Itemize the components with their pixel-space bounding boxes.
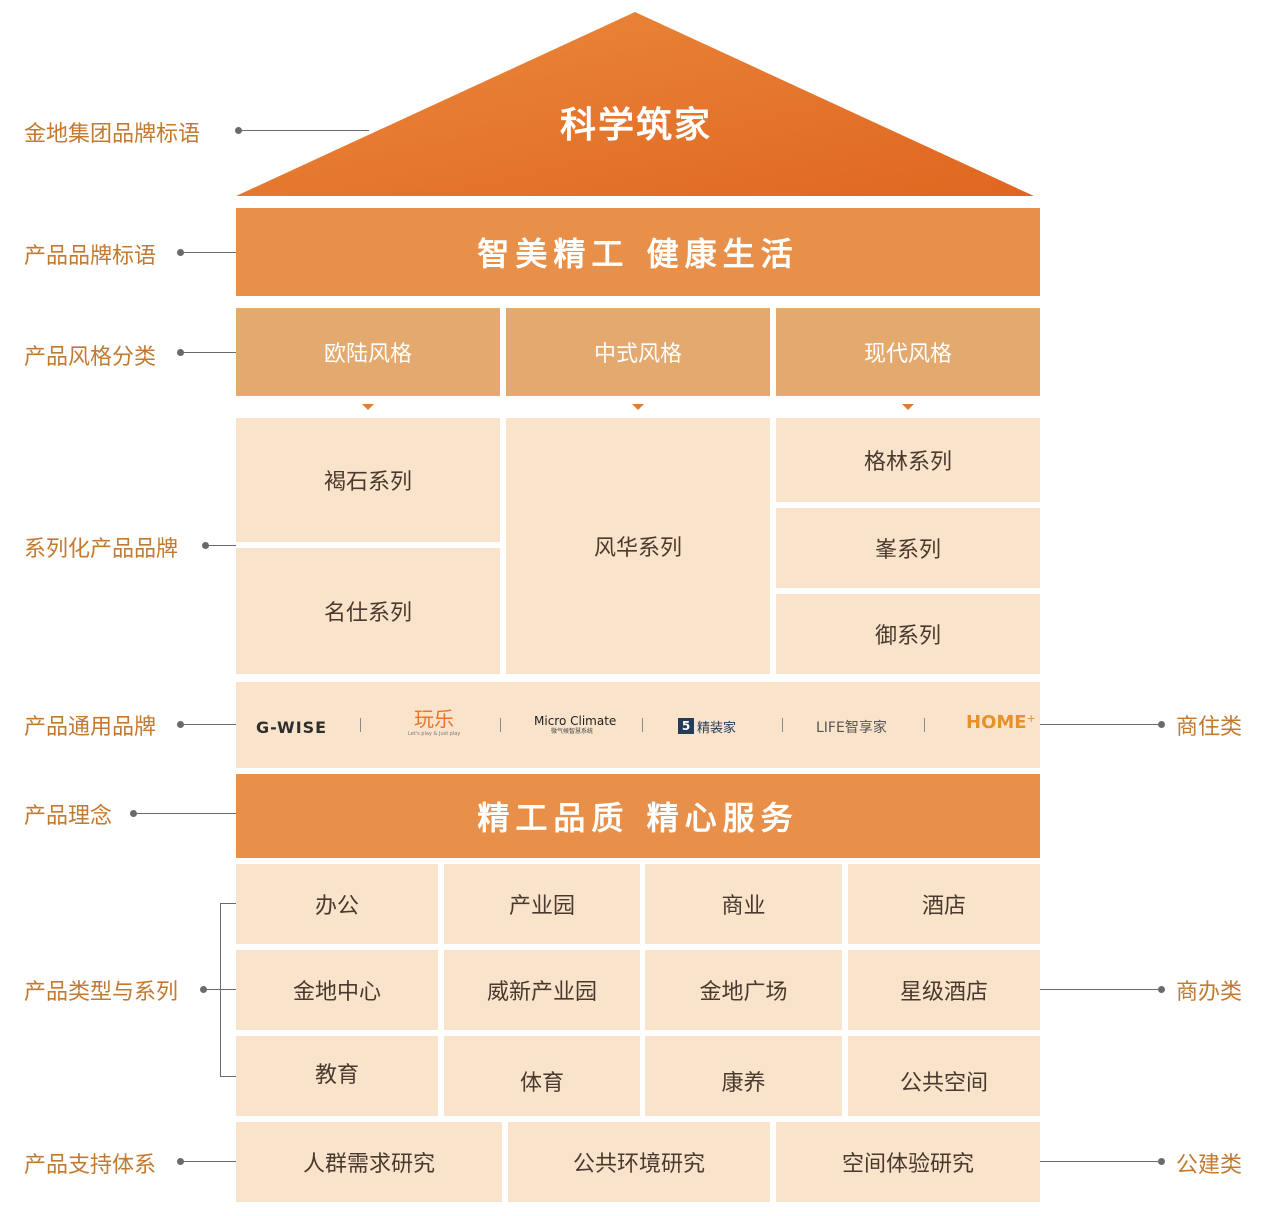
jingzhuangjia-logo-text: 精装家 <box>697 720 737 736</box>
type-sports: 体育 <box>444 1036 640 1116</box>
logo-divider <box>500 718 501 732</box>
type-industrial-park: 产业园 <box>444 864 640 944</box>
label-style-class: 产品风格分类 <box>24 345 157 370</box>
type-office: 办公 <box>236 864 438 944</box>
type-weixin-park: 威新产业园 <box>444 950 640 1030</box>
connector-line <box>239 130 369 131</box>
logo-divider <box>924 718 925 732</box>
general-brand-logo-band: G-WISE 玩乐 Let's play & Just play Micro C… <box>236 682 1040 768</box>
label-general-brand: 产品通用品牌 <box>24 715 157 740</box>
type-hotel: 酒店 <box>848 864 1040 944</box>
connector-line <box>181 252 236 253</box>
label-group-slogan: 金地集团品牌标语 <box>24 122 201 147</box>
support-environment-research: 公共环境研究 <box>508 1122 770 1202</box>
connector-line <box>134 813 236 814</box>
connector-dot <box>177 1158 184 1165</box>
logo-divider <box>360 718 361 732</box>
gwise-logo: G-WISE <box>256 718 328 737</box>
life-logo: LIFE智享家 <box>816 720 887 736</box>
connector-dot <box>202 542 209 549</box>
type-gemdale-center: 金地中心 <box>236 950 438 1030</box>
series-feng: 峯系列 <box>776 508 1040 588</box>
label-support: 产品支持体系 <box>24 1153 157 1178</box>
type-gemdale-plaza: 金地广场 <box>645 950 842 1030</box>
style-modern: 现代风格 <box>776 308 1040 396</box>
connector-line <box>181 724 236 725</box>
connector-dot <box>1158 1158 1165 1165</box>
connector-dot <box>235 127 242 134</box>
jingzhuangjia-logo: 5 精装家 <box>678 717 737 736</box>
label-office: 商办类 <box>1176 980 1243 1005</box>
connector-line <box>1040 989 1158 990</box>
connector-dot <box>130 810 137 817</box>
group-slogan-title: 科学筑家 <box>559 105 712 146</box>
label-philosophy: 产品理念 <box>24 804 113 829</box>
wanle-logo-text: 玩乐 <box>414 707 454 731</box>
connector-dot <box>1158 986 1165 993</box>
product-philosophy-band: 精工品质 精心服务 <box>236 774 1040 858</box>
label-type-series: 产品类型与系列 <box>24 980 179 1005</box>
wanle-logo: 玩乐 Let's play & Just play <box>408 708 460 738</box>
wanle-logo-sub: Let's play & Just play <box>408 731 461 737</box>
series-yu: 御系列 <box>776 594 1040 674</box>
product-slogan-band: 智美精工 健康生活 <box>236 208 1040 296</box>
bracket-line <box>220 903 236 904</box>
series-gelin: 格林系列 <box>776 418 1040 502</box>
jingzhuangjia-badge-icon: 5 <box>678 718 694 734</box>
connector-line <box>206 545 236 546</box>
arrow-down-icon <box>632 404 644 410</box>
arrow-down-icon <box>362 404 374 410</box>
type-education: 教育 <box>236 1036 438 1116</box>
arrow-down-icon <box>902 404 914 410</box>
connector-dot <box>177 721 184 728</box>
connector-line <box>181 352 236 353</box>
connector-dot <box>200 986 207 993</box>
bracket-line <box>220 903 221 1076</box>
micro-climate-logo-text: Micro Climate <box>534 714 617 728</box>
connector-dot <box>1158 721 1165 728</box>
support-space-research: 空间体验研究 <box>776 1122 1040 1202</box>
series-fenghua: 风华系列 <box>506 418 770 674</box>
support-crowd-research: 人群需求研究 <box>236 1122 502 1202</box>
micro-climate-logo: Micro Climate 微气候智慧系统 <box>534 714 617 736</box>
label-product-slogan: 产品品牌标语 <box>24 244 157 269</box>
label-series-brand: 系列化产品品牌 <box>24 537 179 562</box>
type-elderly-care: 康养 <box>645 1036 842 1116</box>
series-mingshi: 名仕系列 <box>236 548 500 674</box>
home-logo-plus: + <box>1026 712 1036 725</box>
logo-divider <box>642 718 643 732</box>
connector-dot <box>177 349 184 356</box>
style-european: 欧陆风格 <box>236 308 500 396</box>
label-public: 公建类 <box>1176 1153 1243 1178</box>
roof-triangle <box>236 12 1034 196</box>
connector-line <box>1040 724 1158 725</box>
logo-divider <box>782 718 783 732</box>
style-chinese: 中式风格 <box>506 308 770 396</box>
connector-line <box>181 1161 236 1162</box>
type-star-hotel: 星级酒店 <box>848 950 1040 1030</box>
type-public-space: 公共空间 <box>848 1036 1040 1116</box>
home-logo-text: HOME <box>966 712 1027 733</box>
series-hesh: 褐石系列 <box>236 418 500 542</box>
connector-line <box>1040 1161 1158 1162</box>
bracket-line <box>220 1076 236 1077</box>
micro-climate-logo-sub: 微气候智慧系统 <box>550 728 593 735</box>
home-plus-logo: HOME+ <box>966 712 1036 733</box>
type-commercial: 商业 <box>645 864 842 944</box>
label-residential: 商住类 <box>1176 715 1243 740</box>
connector-dot <box>177 249 184 256</box>
